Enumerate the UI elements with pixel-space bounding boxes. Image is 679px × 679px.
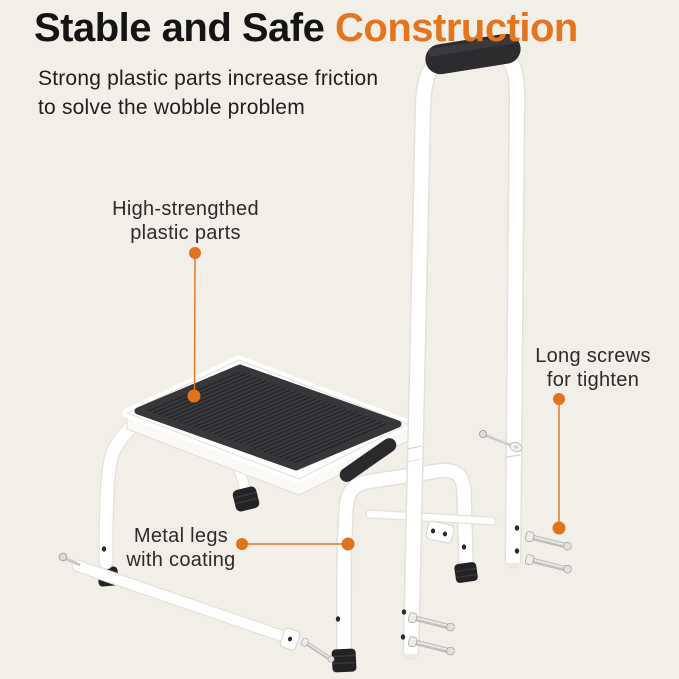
subtitle-line1: Strong plastic parts increase friction — [38, 67, 379, 90]
step-tread — [134, 364, 402, 471]
callout-plastic-line1: High-strengthed — [112, 198, 259, 220]
handrail — [400, 33, 526, 660]
callout-plastic-line — [187, 247, 201, 403]
callout-label-plastic-parts: High-strengthed plastic parts — [95, 197, 276, 245]
rear-arch-leg — [336, 462, 474, 669]
handrail-grip — [425, 33, 521, 75]
rubber-foot — [454, 562, 478, 583]
callout-label-metal-legs: Metal legs with coating — [91, 524, 271, 572]
crossbar — [58, 552, 336, 665]
title-accent-part: Construction — [335, 6, 578, 50]
long-screws-right — [524, 530, 573, 576]
tightening-screw — [478, 429, 523, 453]
callout-legs-line2: with coating — [126, 549, 236, 571]
step-platform — [122, 355, 413, 496]
callout-legs-line — [236, 537, 355, 551]
callout-legs-line1: Metal legs — [133, 525, 229, 547]
screw-hole — [335, 616, 341, 622]
page-title: Stable and Safe Construction — [34, 6, 664, 51]
callout-plastic-line2: plastic parts — [130, 222, 241, 244]
callout-screws-line — [552, 393, 566, 535]
title-dark-part: Stable and Safe — [34, 6, 325, 50]
callout-screws-line1: Long screws — [535, 345, 651, 367]
step-edge-bumper — [339, 438, 397, 482]
rubber-foot — [331, 648, 357, 673]
callout-label-long-screws: Long screws for tighten — [513, 344, 673, 392]
support-bar — [365, 509, 497, 544]
subtitle-line2: to solve the wobble problem — [38, 96, 305, 119]
callout-screws-line2: for tighten — [546, 369, 640, 391]
subtitle: Strong plastic parts increase friction t… — [38, 64, 458, 122]
screw-hole — [461, 544, 467, 550]
